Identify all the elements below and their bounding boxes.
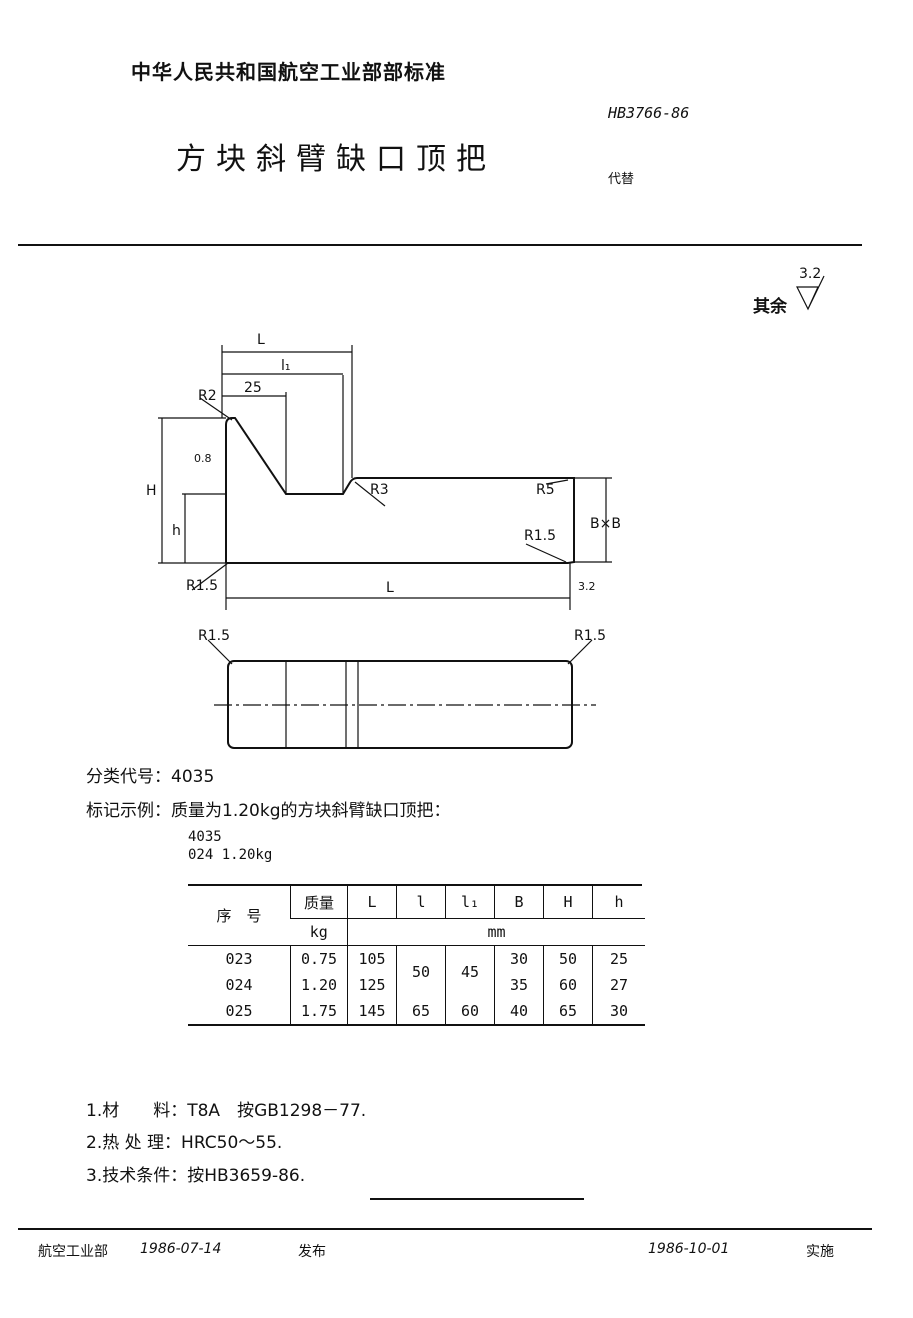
dim-label-l1: l₁ [281,358,291,374]
table-top-rule [188,884,642,886]
marking-example: 标记示例：质量为1.20kg的方块斜臂缺口顶把： [86,796,451,821]
roughness-label-08: 0.8 [194,452,212,465]
dim-label-R15-inner: R1.5 [524,528,556,544]
note-material-label: 1.材 料： [86,1101,188,1121]
note-heat-label: 2.热 处 理： [86,1133,182,1153]
row-023-mass: 0.75 [290,945,348,972]
dim-label-H: H [146,483,157,499]
dim-label-L-top: L [257,332,265,348]
dim-label-R15-corner: R1.5 [186,578,218,594]
header-l: l [396,886,446,919]
roughness-prefix: 其余 [753,297,787,317]
row-025-h: 30 [592,998,645,1025]
note-heat-treatment: 2.热 处 理：HRC50～55. [86,1128,282,1153]
footer-impl-label: 实施 [806,1244,834,1260]
classification-value: 4035 [171,767,215,787]
row-023-H: 50 [543,945,593,972]
row-024-H: 60 [543,972,593,998]
standard-org: 中华人民共和国航空工业部部标准 [131,60,446,84]
header-rule [18,244,862,246]
header-l1: l₁ [445,886,495,919]
note-heat-value: HRC50～55. [181,1133,283,1153]
dim-label-R15-left: R1.5 [198,628,230,644]
dim-label-R3: R3 [370,482,389,498]
note-material: 1.材 料：T8A 按GB1298－77. [86,1096,366,1121]
dim-label-R15-right: R1.5 [574,628,606,644]
dim-label-BxB: B×B [590,516,621,532]
merged-l: 50 [396,945,446,998]
row-024-seq: 024 [225,976,253,994]
note-material-value: T8A 按GB1298－77. [187,1101,367,1121]
header-h: h [592,886,645,919]
merged-l1: 45 [445,945,495,998]
header-L: L [347,886,397,919]
footer-issue-date: 1986-07-14 [140,1241,222,1257]
roughness-symbol [796,275,825,311]
front-view-outline [225,417,575,564]
roughness-value: 3.2 [799,266,822,282]
row-023-seq: 023 [225,950,253,968]
row-023-L: 105 [347,945,397,972]
standard-code: HB3766-86 [608,104,690,122]
header-H: H [543,886,593,919]
header-seq: 序 号 [216,907,262,925]
parameter-table: 序 号 质量 L l l₁ B H h kg mm 023 0.75 105 5… [188,886,645,1026]
row-025-seq: 025 [225,1002,253,1020]
note-technical: 3.技术条件：按HB3659-86. [86,1161,305,1186]
dim-label-L-bottom: L [386,580,394,596]
row-024-h: 27 [592,972,645,998]
footer-impl-date: 1986-10-01 [648,1241,730,1257]
header-B: B [494,886,544,919]
row-024-B: 35 [494,972,544,998]
footer-issue-label: 发布 [298,1244,326,1260]
dim-label-R2: R2 [198,388,217,404]
marking-label: 标记示例： [86,801,171,821]
header-mass: 质量 [290,886,348,919]
unit-kg: kg [309,923,328,941]
row-024-mass: 1.20 [290,972,348,998]
classification-label: 分类代号： [86,767,171,787]
dim-label-25: 25 [244,380,262,396]
dim-label-h: h [172,523,181,539]
end-rule [370,1198,584,1200]
row-025-H: 65 [543,998,593,1025]
classification: 分类代号：4035 [86,762,214,787]
row-025-L: 145 [347,998,397,1025]
footer-org: 航空工业部 [38,1244,108,1260]
note-technical-value: 按HB3659-86. [187,1166,306,1186]
note-technical-label: 3.技术条件： [86,1166,188,1186]
unit-mm: mm [347,918,645,946]
row-023-h: 25 [592,945,645,972]
row-025-B: 40 [494,998,544,1025]
dim-label-R5: R5 [536,482,555,498]
row-023-B: 30 [494,945,544,972]
marking-text: 质量为1.20kg的方块斜臂缺口顶把： [171,801,451,821]
row-025-mass: 1.75 [290,998,348,1025]
row-024-L: 125 [347,972,397,998]
row-025-l: 65 [396,998,446,1025]
replaces-label: 代替 [608,172,635,187]
footer-rule [18,1228,872,1230]
document-title: 方块斜臂缺口顶把 [176,142,496,177]
roughness-label-32: 3.2 [578,580,596,593]
marking-line-1: 4035 [188,829,222,845]
row-025-l1: 60 [445,998,495,1025]
marking-line-2: 024 1.20kg [188,847,273,863]
